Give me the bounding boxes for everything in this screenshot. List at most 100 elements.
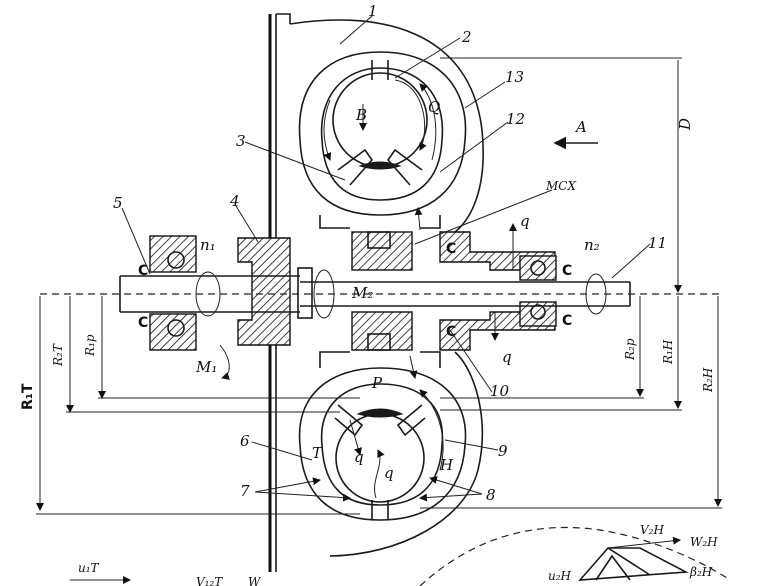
right-bearing-c-bottom: C (562, 313, 572, 329)
label-R2H: R₂H (701, 367, 715, 393)
label-R1T: R₁T (20, 383, 36, 410)
leader-9 (444, 439, 499, 451)
left-flange (237, 237, 291, 346)
flow-arrow-Q (394, 79, 427, 151)
right-bearing-ball-top (530, 260, 546, 276)
leader-8b (419, 493, 483, 502)
left-bearing-ball-top (167, 251, 185, 269)
flow-arrow-top-left (323, 99, 332, 161)
freewheel-top-roller (367, 231, 391, 249)
flow-curve-bottom (419, 526, 731, 586)
label-4: 4 (229, 192, 240, 210)
right-bearing-top (519, 255, 557, 281)
leader-3 (244, 141, 346, 181)
left-bearing-bottom (149, 313, 197, 351)
bottom-stator-right (396, 404, 426, 437)
hub-left-top (319, 215, 350, 229)
label-V12T: V₁₂T (196, 575, 223, 586)
label-W-bottom: W (248, 575, 262, 586)
label-H: H (439, 456, 454, 474)
leader-MCX (414, 189, 553, 245)
leader-7b (254, 491, 351, 502)
label-M1: M₁ (195, 358, 217, 376)
label-T: T (312, 444, 323, 462)
left-bearing-c-bottom: C (138, 315, 148, 331)
flow-arrow-q-mid-top (414, 207, 423, 231)
leader-12 (439, 121, 509, 173)
label-7: 7 (240, 482, 250, 500)
leader-13 (464, 81, 506, 109)
bottom-blade-split (371, 500, 389, 520)
label-q-right: q (502, 348, 512, 366)
top-stator-left (337, 148, 374, 186)
left-bearing-top (149, 235, 197, 273)
label-V2H: V₂H (640, 523, 664, 537)
right-hub-c-top: C (446, 241, 456, 257)
housing-top-step (276, 13, 291, 24)
shaft-coupling (297, 267, 313, 319)
label-W2H: W₂H (690, 535, 718, 549)
flow-arrow-bottom-center (374, 449, 385, 499)
leader-6 (251, 441, 313, 461)
leader-7a (254, 477, 321, 493)
label-12: 12 (506, 110, 525, 128)
label-8: 8 (486, 486, 496, 504)
torus-top-outer (298, 51, 467, 216)
label-3: 3 (236, 132, 246, 150)
freewheel-bottom-roller (367, 333, 391, 351)
flow-arrow-bottom-q (349, 419, 362, 456)
bottom-stator-left (334, 404, 364, 437)
left-bearing-ball-bottom (167, 319, 185, 337)
leader-8a (429, 476, 483, 495)
label-q-bottom-center: q (354, 448, 364, 466)
hub-right-bottom (420, 351, 441, 368)
top-blade-split (371, 60, 389, 80)
top-stator-right (386, 148, 423, 186)
torus-top-core (320, 67, 444, 201)
leader-1 (339, 15, 373, 45)
left-bearing-c-top: C (138, 263, 148, 279)
velocity-triangle (578, 547, 689, 581)
torus-top-inner-circle (332, 72, 428, 168)
label-10: 10 (490, 382, 510, 400)
label-13: 13 (505, 68, 524, 86)
label-5: 5 (113, 194, 123, 212)
leader-5 (121, 207, 151, 275)
label-MCX: МСХ (545, 179, 576, 193)
label-R2T: R₂T (51, 343, 65, 367)
label-u2H: u₂H (548, 569, 572, 583)
hub-right-top (420, 215, 441, 229)
rotation-M2 (313, 269, 335, 319)
label-B: B (355, 106, 367, 124)
flow-arrow-q-mid-bottom (409, 355, 418, 379)
label-n2: n₂ (584, 236, 600, 254)
label-9: 9 (498, 442, 508, 460)
right-bearing-ball-bottom (530, 304, 546, 320)
rotation-M1 (219, 344, 230, 380)
rotation-n2 (585, 273, 607, 315)
velocity-triangle-inner (595, 547, 651, 581)
flow-arrow-top-right (419, 83, 437, 161)
torus-bottom-core (320, 383, 444, 506)
freewheel-bottom (351, 311, 413, 351)
leader-2 (394, 37, 461, 79)
bottom-stator-core (356, 408, 404, 418)
label-R1H: R₁H (661, 339, 675, 365)
label-11: 11 (648, 234, 667, 252)
housing-outer-top (289, 19, 484, 233)
label-R2P: R₂p (623, 338, 637, 361)
top-stator-core (358, 161, 402, 170)
label-Q-top: Q (428, 98, 440, 116)
label-n1: n₁ (200, 236, 216, 254)
right-bearing-c-top: C (562, 263, 572, 279)
leader-4 (235, 205, 259, 243)
input-shaft (119, 275, 300, 313)
v2h-arrow (607, 536, 681, 549)
label-u1T: u₁T (78, 561, 100, 575)
flow-arrow-bottom-right (419, 389, 444, 471)
rotation-n1 (195, 271, 221, 317)
label-6: 6 (240, 432, 250, 450)
label-R1P: R₁p (83, 334, 97, 357)
